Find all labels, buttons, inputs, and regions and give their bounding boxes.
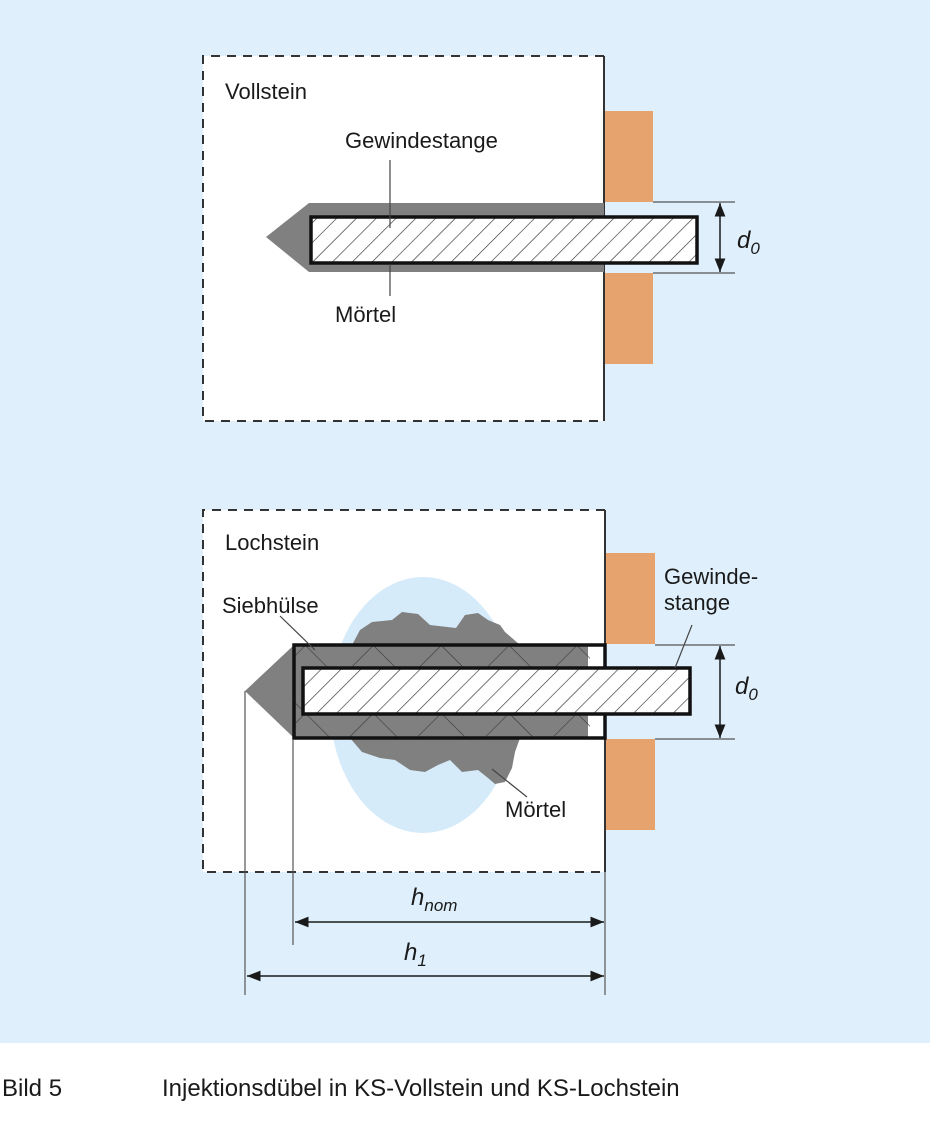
- figure-caption: Bild 5 Injektionsdübel in KS-Vollstein u…: [0, 1075, 930, 1115]
- siebhuelse-label: Siebhülse: [222, 593, 319, 618]
- moertel-label-bottom: Mörtel: [505, 797, 566, 822]
- vollstein-plate-upper: [605, 111, 653, 202]
- lochstein-brick-dashed-border: [202, 509, 605, 873]
- diagram-svg: Vollstein Gewindestange Mörtel d0 Lochst…: [202, 55, 760, 995]
- d0-label-bottom: d0: [735, 673, 758, 704]
- vollstein-threaded-rod: [309, 215, 699, 265]
- h1-label: h1: [404, 939, 427, 970]
- gewindestange-label-line2: stange: [664, 590, 730, 615]
- figure-area: Vollstein Gewindestange Mörtel d0 Lochst…: [0, 0, 930, 1043]
- gewindestange-label-line1: Gewinde-: [664, 564, 758, 589]
- figure-caption-text: Injektionsdübel in KS-Vollstein und KS-L…: [162, 1075, 680, 1102]
- lochstein-title: Lochstein: [225, 530, 319, 555]
- siebhuelse-leader-line: [279, 615, 316, 651]
- lochstein-threaded-rod: [301, 666, 692, 716]
- moertel-label: Mörtel: [335, 302, 396, 327]
- lochstein-diagram: Lochstein Siebhülse Gewinde- stange Mört…: [202, 509, 758, 995]
- gewindestange-label: Gewindestange: [345, 128, 498, 153]
- vollstein-brick-dashed-border: [202, 55, 604, 422]
- lochstein-plate-lower: [606, 739, 655, 830]
- gewindestange-leader-line: [674, 624, 693, 669]
- hnom-label: hnom: [411, 884, 457, 915]
- figure-number: Bild 5: [2, 1075, 63, 1102]
- vollstein-title: Vollstein: [225, 79, 307, 104]
- moertel-leader-line: [491, 768, 528, 798]
- vollstein-plate-lower: [605, 273, 653, 364]
- lochstein-plate-upper: [606, 553, 655, 644]
- vollstein-diagram: Vollstein Gewindestange Mörtel d0: [202, 55, 760, 422]
- d0-label: d0: [737, 227, 760, 258]
